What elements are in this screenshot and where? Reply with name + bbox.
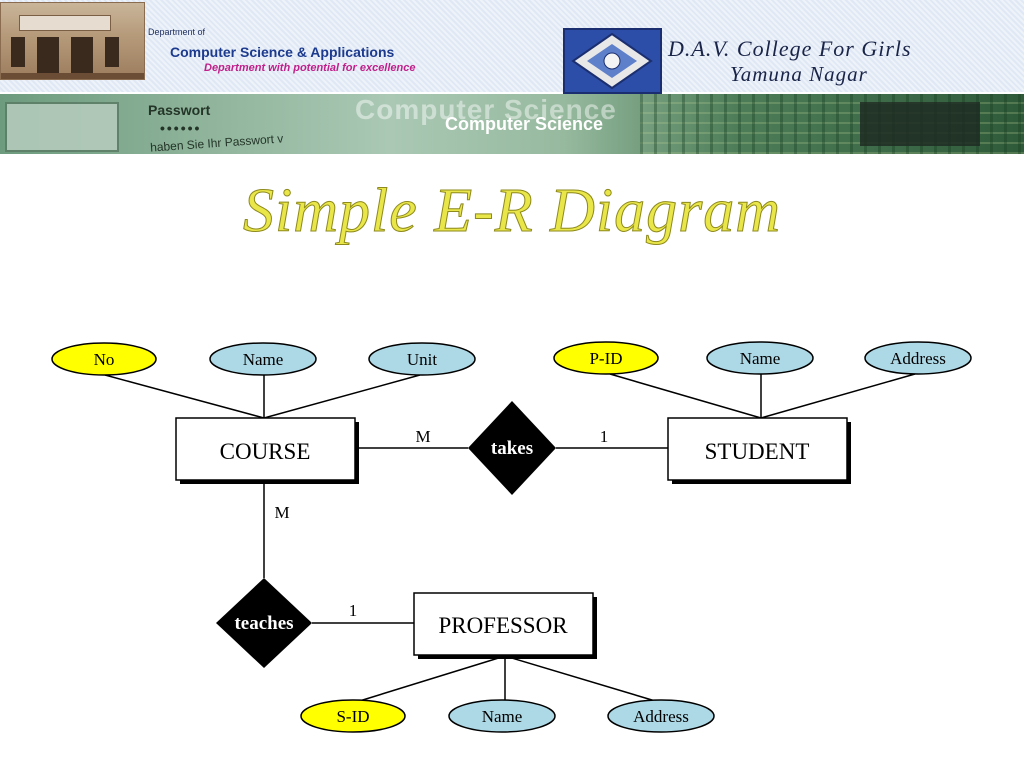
line-professor-sid — [352, 655, 506, 704]
banner-password-word: Passwort — [148, 102, 211, 118]
attribute-professor-sid: S-ID — [300, 699, 406, 733]
entity-professor-label: PROFESSOR — [438, 613, 568, 638]
entity-student: STUDENT — [667, 417, 851, 484]
svg-text:Unit: Unit — [407, 350, 438, 369]
computer-science-banner: Passwort •••••• haben Sie Ihr Passwort v… — [0, 94, 1024, 154]
relationship-takes: takes — [468, 401, 556, 495]
attribute-professor-name: Name — [448, 699, 556, 733]
attribute-student-address: Address — [864, 341, 972, 375]
attribute-course-unit: Unit — [368, 342, 476, 376]
line-address-student — [760, 373, 916, 419]
svg-text:Name: Name — [740, 349, 781, 368]
banner-main-text: Computer Science — [445, 114, 604, 134]
dept-tagline: Department with potential for excellence — [204, 62, 416, 74]
building-sign — [19, 15, 111, 31]
cardinality-course-teaches: M — [274, 503, 289, 522]
attribute-student-pid: P-ID — [553, 341, 659, 375]
svg-text:Name: Name — [482, 707, 523, 726]
svg-text:S-ID: S-ID — [336, 707, 369, 726]
svg-text:P-ID: P-ID — [589, 349, 622, 368]
attribute-professor-address: Address — [607, 699, 715, 733]
relationship-takes-label: takes — [491, 438, 533, 459]
college-logo — [563, 28, 662, 94]
dept-prefix: Department of — [148, 27, 206, 37]
line-no-course — [104, 374, 265, 419]
attribute-student-name: Name — [706, 341, 814, 375]
slide-title: Simple E-R Diagram — [242, 177, 782, 246]
chip-graphic — [860, 102, 980, 146]
college-name: D.A.V. College For Girls — [668, 36, 912, 61]
svg-text:Name: Name — [243, 350, 284, 369]
header-bar: Department of Computer Science & Applica… — [0, 0, 1024, 94]
dept-name: Computer Science & Applications — [170, 44, 395, 60]
entity-course: COURSE — [175, 417, 359, 484]
cardinality-takes-student: 1 — [600, 427, 609, 446]
svg-text:Address: Address — [890, 349, 946, 368]
banner-ghost-text: Computer Science — [355, 94, 617, 125]
banner-password-dots: •••••• — [160, 120, 202, 136]
attribute-course-no: No — [51, 342, 157, 376]
banner-card-graphic — [5, 102, 119, 152]
entity-course-label: COURSE — [220, 439, 311, 464]
connector-lines — [104, 373, 916, 704]
line-professor-address — [504, 655, 663, 704]
college-building-photo — [0, 2, 145, 80]
cardinality-course-takes: M — [415, 427, 430, 446]
relationship-teaches-label: teaches — [234, 613, 293, 634]
entity-student-label: STUDENT — [705, 439, 810, 464]
svg-text:Address: Address — [633, 707, 689, 726]
relationship-teaches: teaches — [216, 578, 312, 668]
attribute-course-name: Name — [209, 342, 317, 376]
college-city: Yamuna Nagar — [730, 62, 868, 86]
line-pid-student — [609, 373, 762, 419]
cardinality-teaches-professor: 1 — [349, 601, 358, 620]
svg-text:No: No — [94, 350, 115, 369]
line-unit-course — [263, 374, 421, 419]
entity-professor: PROFESSOR — [413, 592, 597, 659]
